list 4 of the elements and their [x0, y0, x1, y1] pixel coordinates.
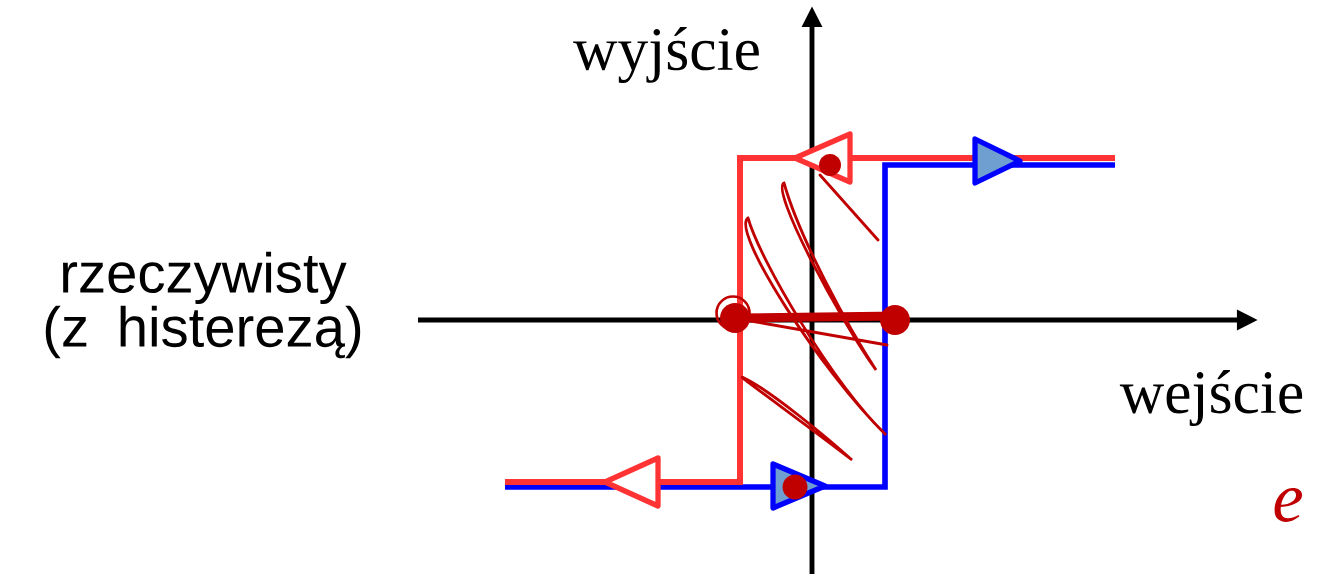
handwritten-symbol: e [1274, 488, 1303, 522]
curve-caption: rzeczywisty (z histerezą) [45, 251, 361, 359]
axis-label: wejście [1119, 370, 1303, 426]
axis-label: wyjście [573, 26, 759, 84]
